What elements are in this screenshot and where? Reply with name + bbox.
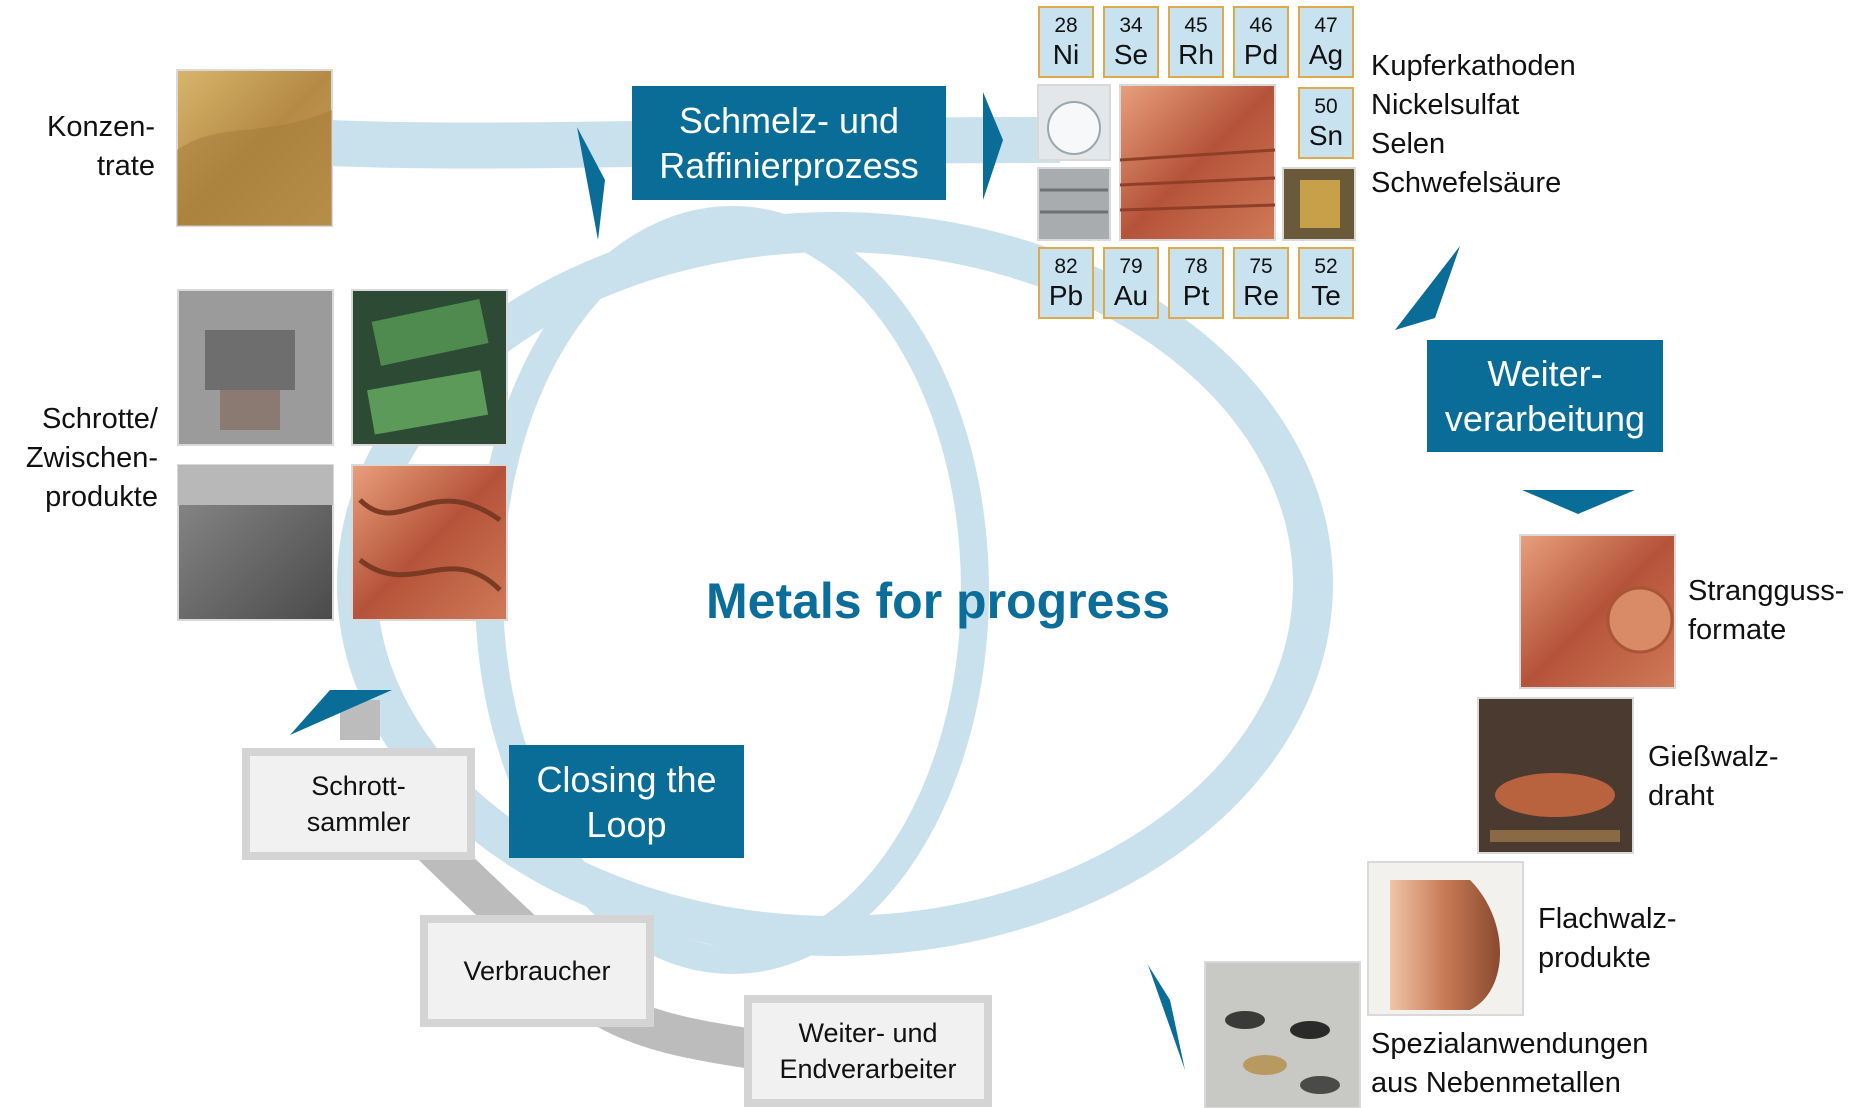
element-number: 50 [1314,95,1338,118]
element-number: 79 [1119,255,1143,278]
copper-strip-photo [1367,861,1524,1016]
slag-photo [177,464,334,621]
element-symbol: Pt [1182,280,1210,311]
element-symbol: Te [1311,280,1341,311]
element-number: 78 [1184,255,1208,278]
element-symbol: Sn [1308,120,1344,151]
element-symbol: Au [1113,280,1149,311]
sulfuric-acid-bottle-photo [1037,84,1111,161]
metal-powders-photo [1204,961,1361,1108]
label-spezial: Spezialanwendungen aus Nebenmetallen [1371,1028,1649,1099]
label-flachwalz: Flachwalz- produkte [1538,903,1677,974]
lead-ingots-photo [1037,167,1111,241]
element-number: 34 [1119,14,1143,37]
arrowhead-upper-right [1395,246,1460,330]
loop-box-endverarbeiter: Weiter- und Endverarbeiter [744,995,992,1107]
arrowhead-left [290,690,392,735]
diagram-title: Metals for progress [706,573,1171,629]
gold-bar-photo [1282,167,1356,241]
copper-cathodes-photo [1119,84,1276,241]
element-symbol: Ni [1052,39,1080,70]
concentrate-photo [176,69,333,227]
copper-scrap-photo [351,464,508,621]
element-symbol: Pb [1048,280,1084,311]
label-strangguss: Strangguss- formate [1688,575,1845,646]
element-number: 28 [1054,14,1078,37]
arrowhead-into-smelting [577,127,605,240]
flow-arrowheads [290,92,1635,1070]
element-number: 52 [1314,255,1338,278]
label-schrotte: Schrotte/ Zwischen- produkte [25,403,158,513]
element-number: 46 [1249,14,1273,37]
element-number: 47 [1314,14,1338,37]
wire-rod-coils-photo [1477,697,1634,854]
label-giesswalz: Gießwalz- draht [1648,741,1779,812]
scrap-blocks-photo [177,289,334,446]
element-number: 75 [1249,255,1273,278]
cast-copper-bars-photo [1519,534,1676,689]
element-symbol: Se [1113,39,1149,70]
label-konzentrate: Konzen- trate [46,111,155,182]
arrowhead-lower-right [1148,965,1185,1070]
label-products: Kupferkathoden Nickelsulfat Selen Schwef… [1371,50,1576,199]
loop-box-verbraucher: Verbraucher [420,915,654,1027]
circuit-boards-photo [351,289,508,446]
process-box-schmelz: Schmelz- und Raffinierprozess [632,86,946,200]
arrowhead-down [1522,490,1635,514]
element-symbol: Ag [1308,39,1344,70]
element-symbol: Pd [1243,39,1279,70]
loop-box-schrottsammler: Schrott- sammler [242,748,475,860]
element-number: 82 [1054,255,1078,278]
element-symbol: Re [1243,280,1279,311]
element-symbol: Rh [1178,39,1214,70]
element-number: 45 [1184,14,1208,37]
process-box-weiterverarbeitung: Weiter- verarbeitung [1427,340,1663,452]
process-box-closing-the-loop: Closing the Loop [509,745,744,858]
arrowhead-after-smelting [983,92,1003,200]
